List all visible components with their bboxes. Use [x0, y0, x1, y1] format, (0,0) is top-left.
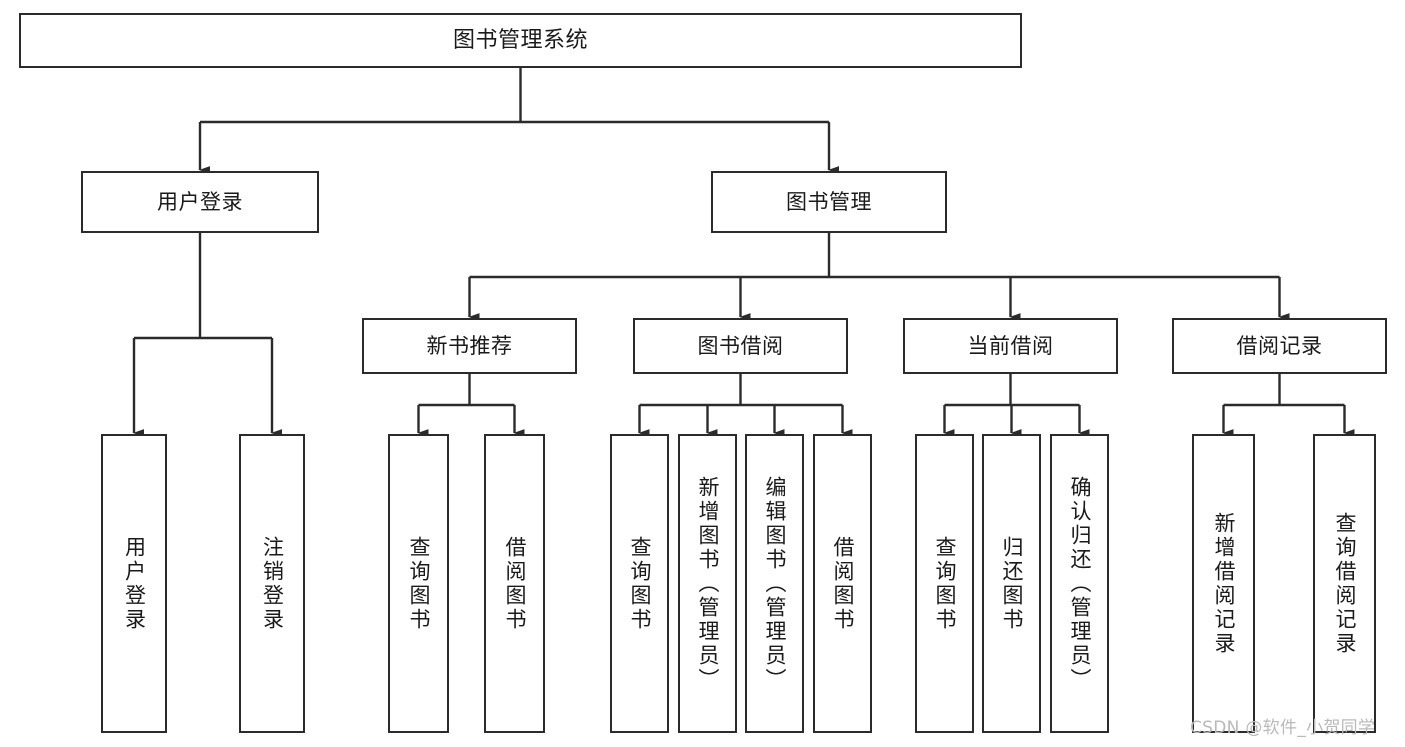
- node-label: 图书借阅: [697, 333, 784, 358]
- node-newbook: 新书推荐: [362, 318, 577, 374]
- node-label: 借阅图书: [831, 535, 856, 632]
- node-records: 借阅记录: [1172, 318, 1387, 374]
- node-login: 用户登录: [81, 171, 319, 233]
- csdn-watermark: CSDN @软件_小贺同学: [1190, 718, 1376, 738]
- node-label: 用户登录: [122, 535, 147, 632]
- node-label: 查询图书: [933, 535, 958, 632]
- node-label: 新增图书（管理员）: [696, 475, 721, 692]
- node-label: 编辑图书（管理员）: [763, 475, 788, 692]
- node-borrow: 图书借阅: [633, 318, 848, 374]
- node-bookmgmt: 图书管理: [711, 171, 947, 233]
- node-label: 查询图书: [628, 535, 653, 632]
- node-label: 图书管理: [786, 189, 872, 214]
- node-leaf10: 归还图书: [982, 434, 1041, 733]
- node-leaf4: 借阅图书: [484, 434, 545, 733]
- node-label: 查询图书: [407, 535, 432, 632]
- node-leaf11: 确认归还（管理员）: [1050, 434, 1109, 733]
- node-leaf2: 注销登录: [239, 434, 305, 733]
- node-root: 图书管理系统: [19, 13, 1022, 68]
- node-label: 查询借阅记录: [1333, 511, 1358, 656]
- node-leaf9: 查询图书: [915, 434, 974, 733]
- node-leaf3: 查询图书: [388, 434, 449, 733]
- node-leaf13: 查询借阅记录: [1313, 434, 1376, 733]
- node-label: 图书管理系统: [452, 27, 588, 53]
- node-leaf12: 新增借阅记录: [1192, 434, 1255, 733]
- node-label: 新增借阅记录: [1212, 511, 1237, 656]
- node-label: 当前借阅: [967, 333, 1054, 358]
- node-leaf7: 编辑图书（管理员）: [745, 434, 804, 733]
- node-current: 当前借阅: [903, 318, 1118, 374]
- node-leaf6: 新增图书（管理员）: [678, 434, 737, 733]
- node-leaf5: 查询图书: [610, 434, 669, 733]
- node-label: 借阅图书: [503, 535, 528, 632]
- node-label: 确认归还（管理员）: [1068, 475, 1093, 692]
- node-leaf8: 借阅图书: [813, 434, 872, 733]
- node-label: 借阅记录: [1236, 333, 1323, 358]
- node-leaf1: 用户登录: [101, 434, 167, 733]
- node-label: 用户登录: [157, 189, 243, 214]
- node-label: 新书推荐: [426, 333, 513, 358]
- node-label: 注销登录: [260, 535, 285, 632]
- node-label: 归还图书: [1000, 535, 1025, 632]
